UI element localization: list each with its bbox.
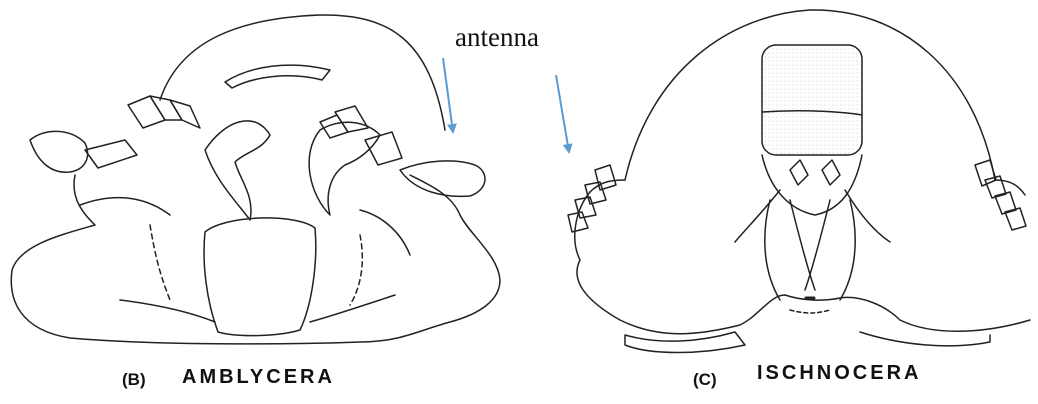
panel-b-letter: (B) bbox=[122, 370, 146, 390]
antenna-arrow-right bbox=[556, 75, 569, 152]
ischnocera-right-antenna bbox=[975, 160, 1026, 230]
amblycera-head-drawing bbox=[11, 15, 500, 344]
ischnocera-head-drawing bbox=[568, 10, 1030, 353]
amblycera-right-antenna bbox=[400, 161, 485, 197]
panel-b-caption: AMBLYCERA bbox=[182, 366, 335, 389]
ischnocera-head-body bbox=[575, 192, 1030, 334]
amblycera-left-antenna bbox=[30, 131, 88, 172]
ischnocera-clypeal-plate bbox=[762, 45, 862, 155]
panel-c-letter: (C) bbox=[693, 370, 717, 390]
ischnocera-left-antenna bbox=[568, 165, 616, 232]
antenna-arrow-left bbox=[443, 58, 453, 132]
antenna-label: antenna bbox=[455, 22, 539, 53]
amblycera-throat-plate bbox=[204, 218, 316, 336]
amblycera-head-body bbox=[11, 175, 500, 344]
panel-c-caption: ISCHNOCERA bbox=[757, 362, 921, 385]
amblycera-head-dome bbox=[160, 15, 445, 130]
